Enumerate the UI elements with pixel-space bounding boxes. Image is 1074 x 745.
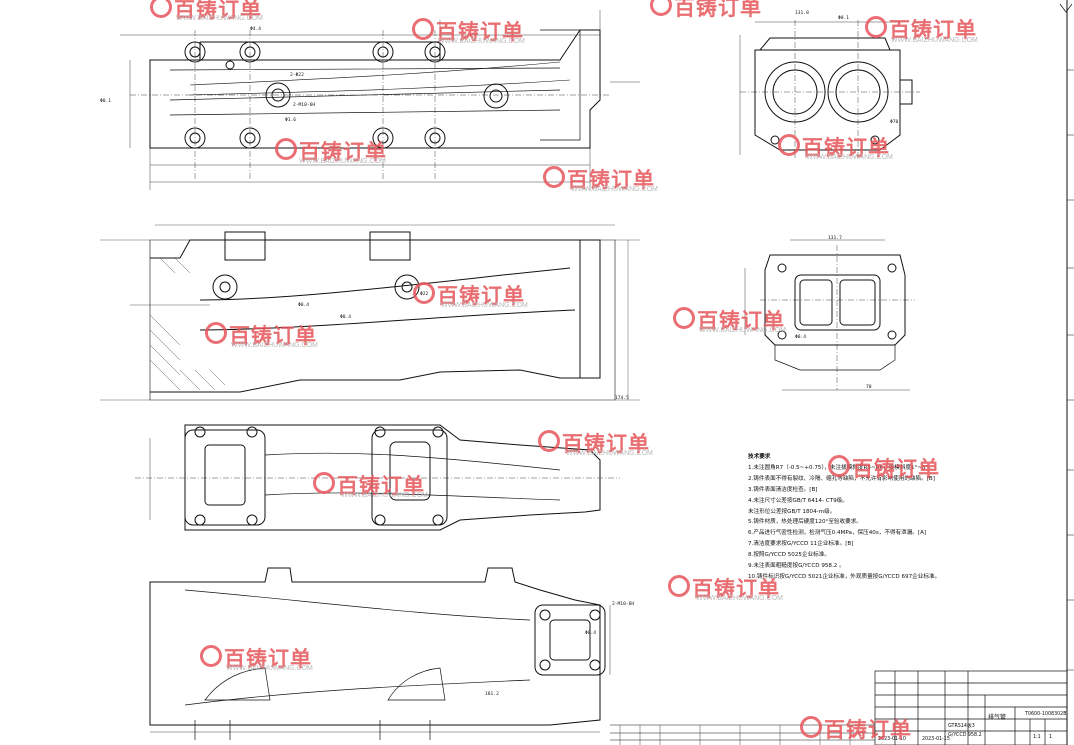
watermark-text: 百铸订单 (852, 457, 940, 481)
watermark-url: WWW.BAIZHUWANG.COM (699, 327, 786, 334)
bottom-view (135, 424, 620, 531)
dim-label: 181.2 (485, 692, 499, 697)
watermark-text: 百铸订单 (802, 136, 890, 160)
watermark-logo (150, 0, 172, 18)
watermark-url: WWW.BAIZHUWANG.COM (299, 158, 386, 165)
watermark-text: 百铸订单 (229, 324, 317, 348)
watermark-logo (313, 472, 335, 494)
dim-label: 131.8 (795, 11, 809, 16)
flange-view (744, 239, 915, 391)
watermark-url: WWW.BAIZHUWANG.COM (806, 154, 893, 161)
watermark-url: WWW.BAIZHUWANG.COM (891, 37, 978, 44)
dim-label: Φ0.4 (585, 631, 597, 636)
note-item: 7.清洁度要求按G/YCCD 11企业标准。[B] (748, 541, 854, 548)
watermark-logo (200, 645, 222, 667)
dim-label: Φ70 (890, 120, 899, 125)
dim-label: Φ1.6 (285, 118, 297, 123)
watermark-url: WWW.BAIZHUWANG.COM (231, 342, 318, 349)
note-item: 8.按照G/YCCD 5025企业标准。 (748, 552, 830, 559)
title-block (610, 670, 1068, 745)
date-1: 2023-01-10 (878, 737, 906, 742)
watermark-logo (413, 282, 435, 304)
standard-2: G/YCCD 958.2 (948, 733, 982, 738)
watermark-text: 百铸订单 (824, 718, 912, 742)
dim-label: 131.7 (828, 236, 842, 241)
note-item: 3.铸件表面清洁度检查。[B] (748, 486, 818, 493)
top-view (120, 10, 640, 190)
watermark-logo (538, 430, 560, 452)
dim-label: 174.5 (615, 396, 629, 401)
watermark-logo (778, 134, 800, 156)
dim-label: 70 (866, 385, 872, 390)
dim-label: 2-Φ22 (290, 73, 304, 78)
watermark-logo (668, 575, 690, 597)
watermark-logo (543, 166, 565, 188)
notes-title: 技术要求 (748, 454, 771, 460)
watermark-logo (275, 138, 297, 160)
watermark-logo (412, 18, 434, 40)
watermark-text: 百铸订单 (299, 140, 387, 164)
watermark-url: WWW.BAIZHUWANG.COM (696, 595, 783, 602)
note-item: 10.铸件标识按G/YCCD 5021企业标准，外观质量按G/YCCD 697企… (748, 573, 941, 580)
standard-1: GTRS14板3 (948, 724, 975, 729)
note-item: 4.未注尺寸公差按GB/T 6414- CT9级。 (748, 497, 848, 504)
watermark-logo (828, 455, 850, 477)
watermark-logo (205, 322, 227, 344)
front-section-view (100, 224, 640, 401)
dim-label: 2-M10-6H (293, 103, 316, 108)
watermark-logo (865, 16, 887, 38)
watermark-url: WWW.BAIZHUWANG.COM (441, 302, 528, 309)
watermark-text: 百铸订单 (692, 577, 780, 601)
watermark-url: WWW.BAIZHUWANG.COM (438, 38, 525, 45)
watermark-url: WWW.BAIZHUWANG.COM (176, 15, 263, 22)
dim-label: Φ0.4 (298, 303, 310, 308)
watermark-text: 百铸订单 (174, 0, 262, 22)
part-name: 排气管 (988, 714, 1007, 721)
watermark-logo (673, 307, 695, 329)
watermark-text: 百铸订单 (697, 309, 785, 333)
watermark-url: WWW.BAIZHUWANG.COM (571, 186, 658, 193)
dim-label: 2-M10-6H (612, 602, 635, 607)
dim-label: Φ4.4 (250, 27, 262, 32)
watermark-logo (800, 716, 822, 738)
watermark-logo (650, 0, 672, 16)
watermark-text: 百铸订单 (567, 168, 655, 192)
dim-label: Φ0.1 (838, 16, 850, 21)
note-item: 2.铸件表面不得有裂纹、冷隔、缩孔等缺陷，不允许有影响使用的缺陷。[B] (748, 475, 935, 482)
watermark-text: 百铸订单 (437, 284, 525, 308)
dim-label: Φ0.4 (340, 315, 352, 320)
note-item: 未注形位公差按GB/T 1804-m级。 (748, 508, 836, 515)
watermark-text: 百铸订单 (889, 18, 977, 42)
drawing-number: T0600-1008302B (1025, 712, 1067, 717)
watermark-url: WWW.BAIZHUWANG.COM (566, 450, 653, 457)
note-item: 9.未注表面粗糙度按G/YCCD 958.2 。 (748, 563, 845, 570)
watermark-text: 百铸订单 (674, 0, 762, 20)
dim-label: Φ0.4 (795, 335, 807, 340)
note-item: 5.铸件材质，热处理后硬度120°至验收要求。 (748, 519, 862, 526)
watermark-text: 百铸订单 (337, 474, 425, 498)
watermark-url: WWW.BAIZHUWANG.COM (341, 492, 428, 499)
dim-label: Φ0.1 (100, 99, 112, 104)
watermark-text: 百铸订单 (562, 432, 650, 456)
watermark-url: WWW.BAIZHUWANG.COM (226, 665, 313, 672)
scale: 1:1 (1033, 735, 1041, 740)
date-2: 2023-01-15 (922, 737, 950, 742)
note-item: 6.产品进行气密性检测，检测气压0.4MPa，保压40s，不得有泄漏。[A] (748, 530, 927, 537)
watermark-text: 百铸订单 (224, 647, 312, 671)
watermark-text: 百铸订单 (436, 20, 524, 44)
sheet-number: 1 (1049, 735, 1053, 740)
side-elevation-view (149, 567, 611, 740)
